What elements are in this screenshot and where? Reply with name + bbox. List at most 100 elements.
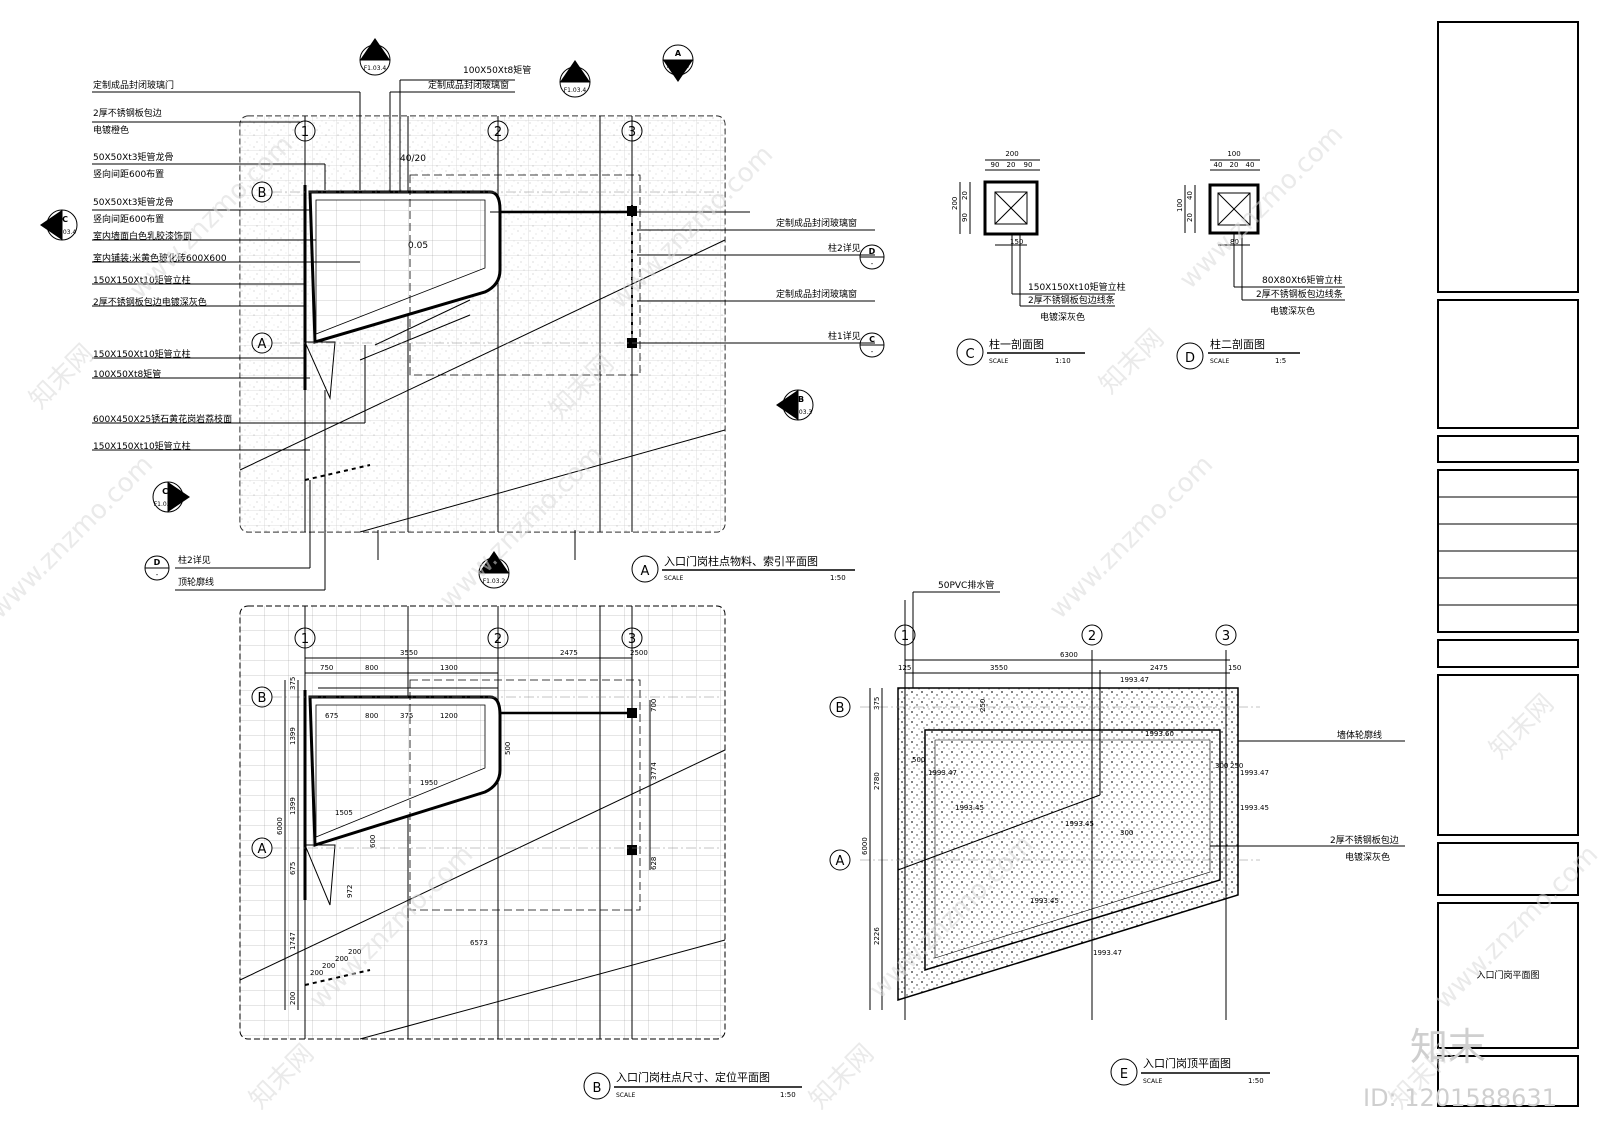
c-scale: 1:10 xyxy=(1055,357,1071,365)
d-dim-left-2: 20 xyxy=(1186,213,1194,222)
dim-top: 40/20 xyxy=(400,154,426,164)
b-dim-top-2: 2475 xyxy=(560,649,578,657)
plan-a-scale: 1:50 xyxy=(830,574,846,582)
e-axis-bubble-a: A xyxy=(836,854,845,869)
label-glass-window-top: 定制成品封闭玻璃窗 xyxy=(428,79,509,91)
c-label-edge: 2厚不锈钢板包边线条 xyxy=(1028,294,1115,306)
b-dim-left-total: 6000 xyxy=(276,817,284,835)
ref-a-top2-sheet: F1.03.3 xyxy=(667,63,690,70)
label-roof-outline: 顶轮廓线 xyxy=(178,576,214,588)
level-mark: 0.05 xyxy=(408,241,428,251)
b-dim-inner-3: 500 xyxy=(504,742,512,755)
ref-b-right-sheet: F1.03.3 xyxy=(790,409,813,416)
plan-e: 1 2 3 B A 50PVC排水管 6300 125 3550 2475 15… xyxy=(829,579,1405,1020)
c-dim-top-1: 90 xyxy=(991,161,1000,169)
e-dim-left-1: 375 xyxy=(873,697,881,710)
d-scale: 1:5 xyxy=(1275,357,1286,365)
plan-e-scale-label: SCALE xyxy=(1143,1078,1162,1085)
e-level-6: 1993.45 xyxy=(1240,804,1269,812)
label-column-1: 150X150Xt10矩管立柱 xyxy=(93,274,191,286)
plan-a-leaders xyxy=(92,79,875,591)
plan-a-scale-label: SCALE xyxy=(664,575,683,582)
b-dim-row3-2: 800 xyxy=(365,712,378,720)
e-level-1: 1993.47 xyxy=(1120,676,1149,684)
c-label-color: 电镀深灰色 xyxy=(1040,311,1085,323)
label-column2-ref: 柱2详见 xyxy=(828,242,861,254)
ref-b-right-letter: B xyxy=(798,395,804,404)
b-dim-inner-2: 1505 xyxy=(335,809,353,817)
e-dim-left-3: 2226 xyxy=(873,927,881,945)
c-label-column: 150X150Xt10矩管立柱 xyxy=(1028,281,1126,293)
ref-d2-letter: D xyxy=(154,558,161,567)
d-dim-top-total: 100 xyxy=(1227,150,1240,158)
e-inner-dim-3: 500 xyxy=(912,756,925,764)
b-dim-top-3: 2500 xyxy=(630,649,648,657)
e-level-2: 1993.60 xyxy=(1145,730,1174,738)
c-dim-bottom: 150 xyxy=(1010,238,1023,246)
watermark-site-5: www.znzmo.com xyxy=(1174,120,1349,295)
e-grid-bubble-1: 1 xyxy=(901,629,909,644)
axis-bubble-a: A xyxy=(258,337,267,352)
plan-e-title: E 入口门岗顶平面图 SCALE 1:50 xyxy=(1110,1056,1270,1086)
section-refs: B F1.03.4 A F1.03.4 A F1.03.3 C F1.03.4 … xyxy=(40,38,885,589)
ref-d2-sheet: - xyxy=(156,571,159,579)
ref-c1-letter: C xyxy=(869,335,875,344)
label-keel-1: 50X50Xt3矩管龙骨 xyxy=(93,151,174,163)
c-dim-top-total: 200 xyxy=(1005,150,1018,158)
b-step-3: 200 xyxy=(335,955,348,963)
d-label-column: 80X80Xt6矩管立柱 xyxy=(1262,274,1343,286)
plan-a-title: A 入口门岗柱点物料、索引平面图 SCALE 1:50 xyxy=(631,554,855,583)
label-steel-edge: 2厚不锈钢板包边 xyxy=(93,107,162,119)
grid-bubble-1: 1 xyxy=(301,125,309,140)
label-tube: 100X50Xt8矩管 xyxy=(93,368,161,380)
e-level-4: 1993.45 xyxy=(955,804,984,812)
plan-b-scale-label: SCALE xyxy=(616,1092,635,1099)
plan-e-scale: 1:50 xyxy=(1248,1077,1264,1085)
label-column1-ref: 柱1详见 xyxy=(828,330,861,342)
axis-bubble-b: B xyxy=(258,186,267,201)
e-level-9: 1993.47 xyxy=(1093,949,1122,957)
b-step-1: 200 xyxy=(310,969,323,977)
e-level-8: 1993.45 xyxy=(1030,897,1059,905)
e-dim-top-1: 125 xyxy=(898,664,911,672)
ref-b-bottom-letter: B xyxy=(491,564,497,573)
watermark-brand-4: 知末网 xyxy=(244,1039,320,1115)
label-keel-2: 50X50Xt3矩管龙骨 xyxy=(93,196,174,208)
e-level-5: 1993.47 xyxy=(1240,769,1269,777)
b-dim-left-5: 1747 xyxy=(289,932,297,950)
ref-b-bottom-sheet: F1.03.2 xyxy=(483,578,506,585)
plan-a-title-text: 入口门岗柱点物料、索引平面图 xyxy=(664,554,818,568)
ref-c-left-sheet: F1.03.4 xyxy=(54,229,77,236)
b-step-4: 200 xyxy=(348,948,361,956)
b-axis-bubble-b: B xyxy=(258,691,267,706)
grid-bubble-3: 3 xyxy=(628,125,636,140)
label-edge-grey: 2厚不锈钢板包边电镀深灰色 xyxy=(93,296,207,308)
b-step-2: 200 xyxy=(322,962,335,970)
e-dim-left-2: 2780 xyxy=(873,772,881,790)
label-floor-tile: 室内铺装:米黄色玻化砖600X600 xyxy=(93,252,227,264)
ref-b-top-letter: B xyxy=(372,51,378,60)
plan-a-labels: 定制成品封闭玻璃门 2厚不锈钢板包边 电镀橙色 50X50Xt3矩管龙骨 竖向间… xyxy=(93,64,861,588)
title-block: 入口门岗平面图 xyxy=(1437,21,1579,1107)
ref-c-left2-letter: C xyxy=(162,487,168,496)
b-dim-row2-1: 750 xyxy=(320,664,333,672)
label-glass-window-2: 定制成品封闭玻璃窗 xyxy=(776,288,857,300)
ref-a-top2-letter: A xyxy=(675,49,682,58)
e-inner-dim-4: 300 xyxy=(1120,829,1133,837)
e-grid-bubble-3: 3 xyxy=(1222,629,1230,644)
b-dim-right-1: 700 xyxy=(650,699,658,712)
ref-d1-letter: D xyxy=(869,247,876,256)
e-grid-bubble-2: 2 xyxy=(1088,629,1096,644)
column-section-c: 200 90 20 90 200 20 90 150 150X150Xt10矩管… xyxy=(951,150,1126,366)
label-glass-window-1: 定制成品封闭玻璃窗 xyxy=(776,217,857,229)
ref-a-top1-letter: A xyxy=(572,73,579,82)
plan-b-title: B 入口门岗柱点尺寸、定位平面图 SCALE 1:50 xyxy=(583,1070,802,1100)
c-dim-left-1: 20 xyxy=(961,191,969,200)
plan-a: 1 2 3 B A 40/20 0.05 xyxy=(239,115,750,533)
c-dim-top-3: 90 xyxy=(1024,161,1033,169)
watermark-brand-5: 知末网 xyxy=(804,1039,880,1115)
label-orange: 电镀橙色 xyxy=(93,124,129,136)
c-scale-label: SCALE xyxy=(989,358,1008,365)
plan-b-scale: 1:50 xyxy=(780,1091,796,1099)
